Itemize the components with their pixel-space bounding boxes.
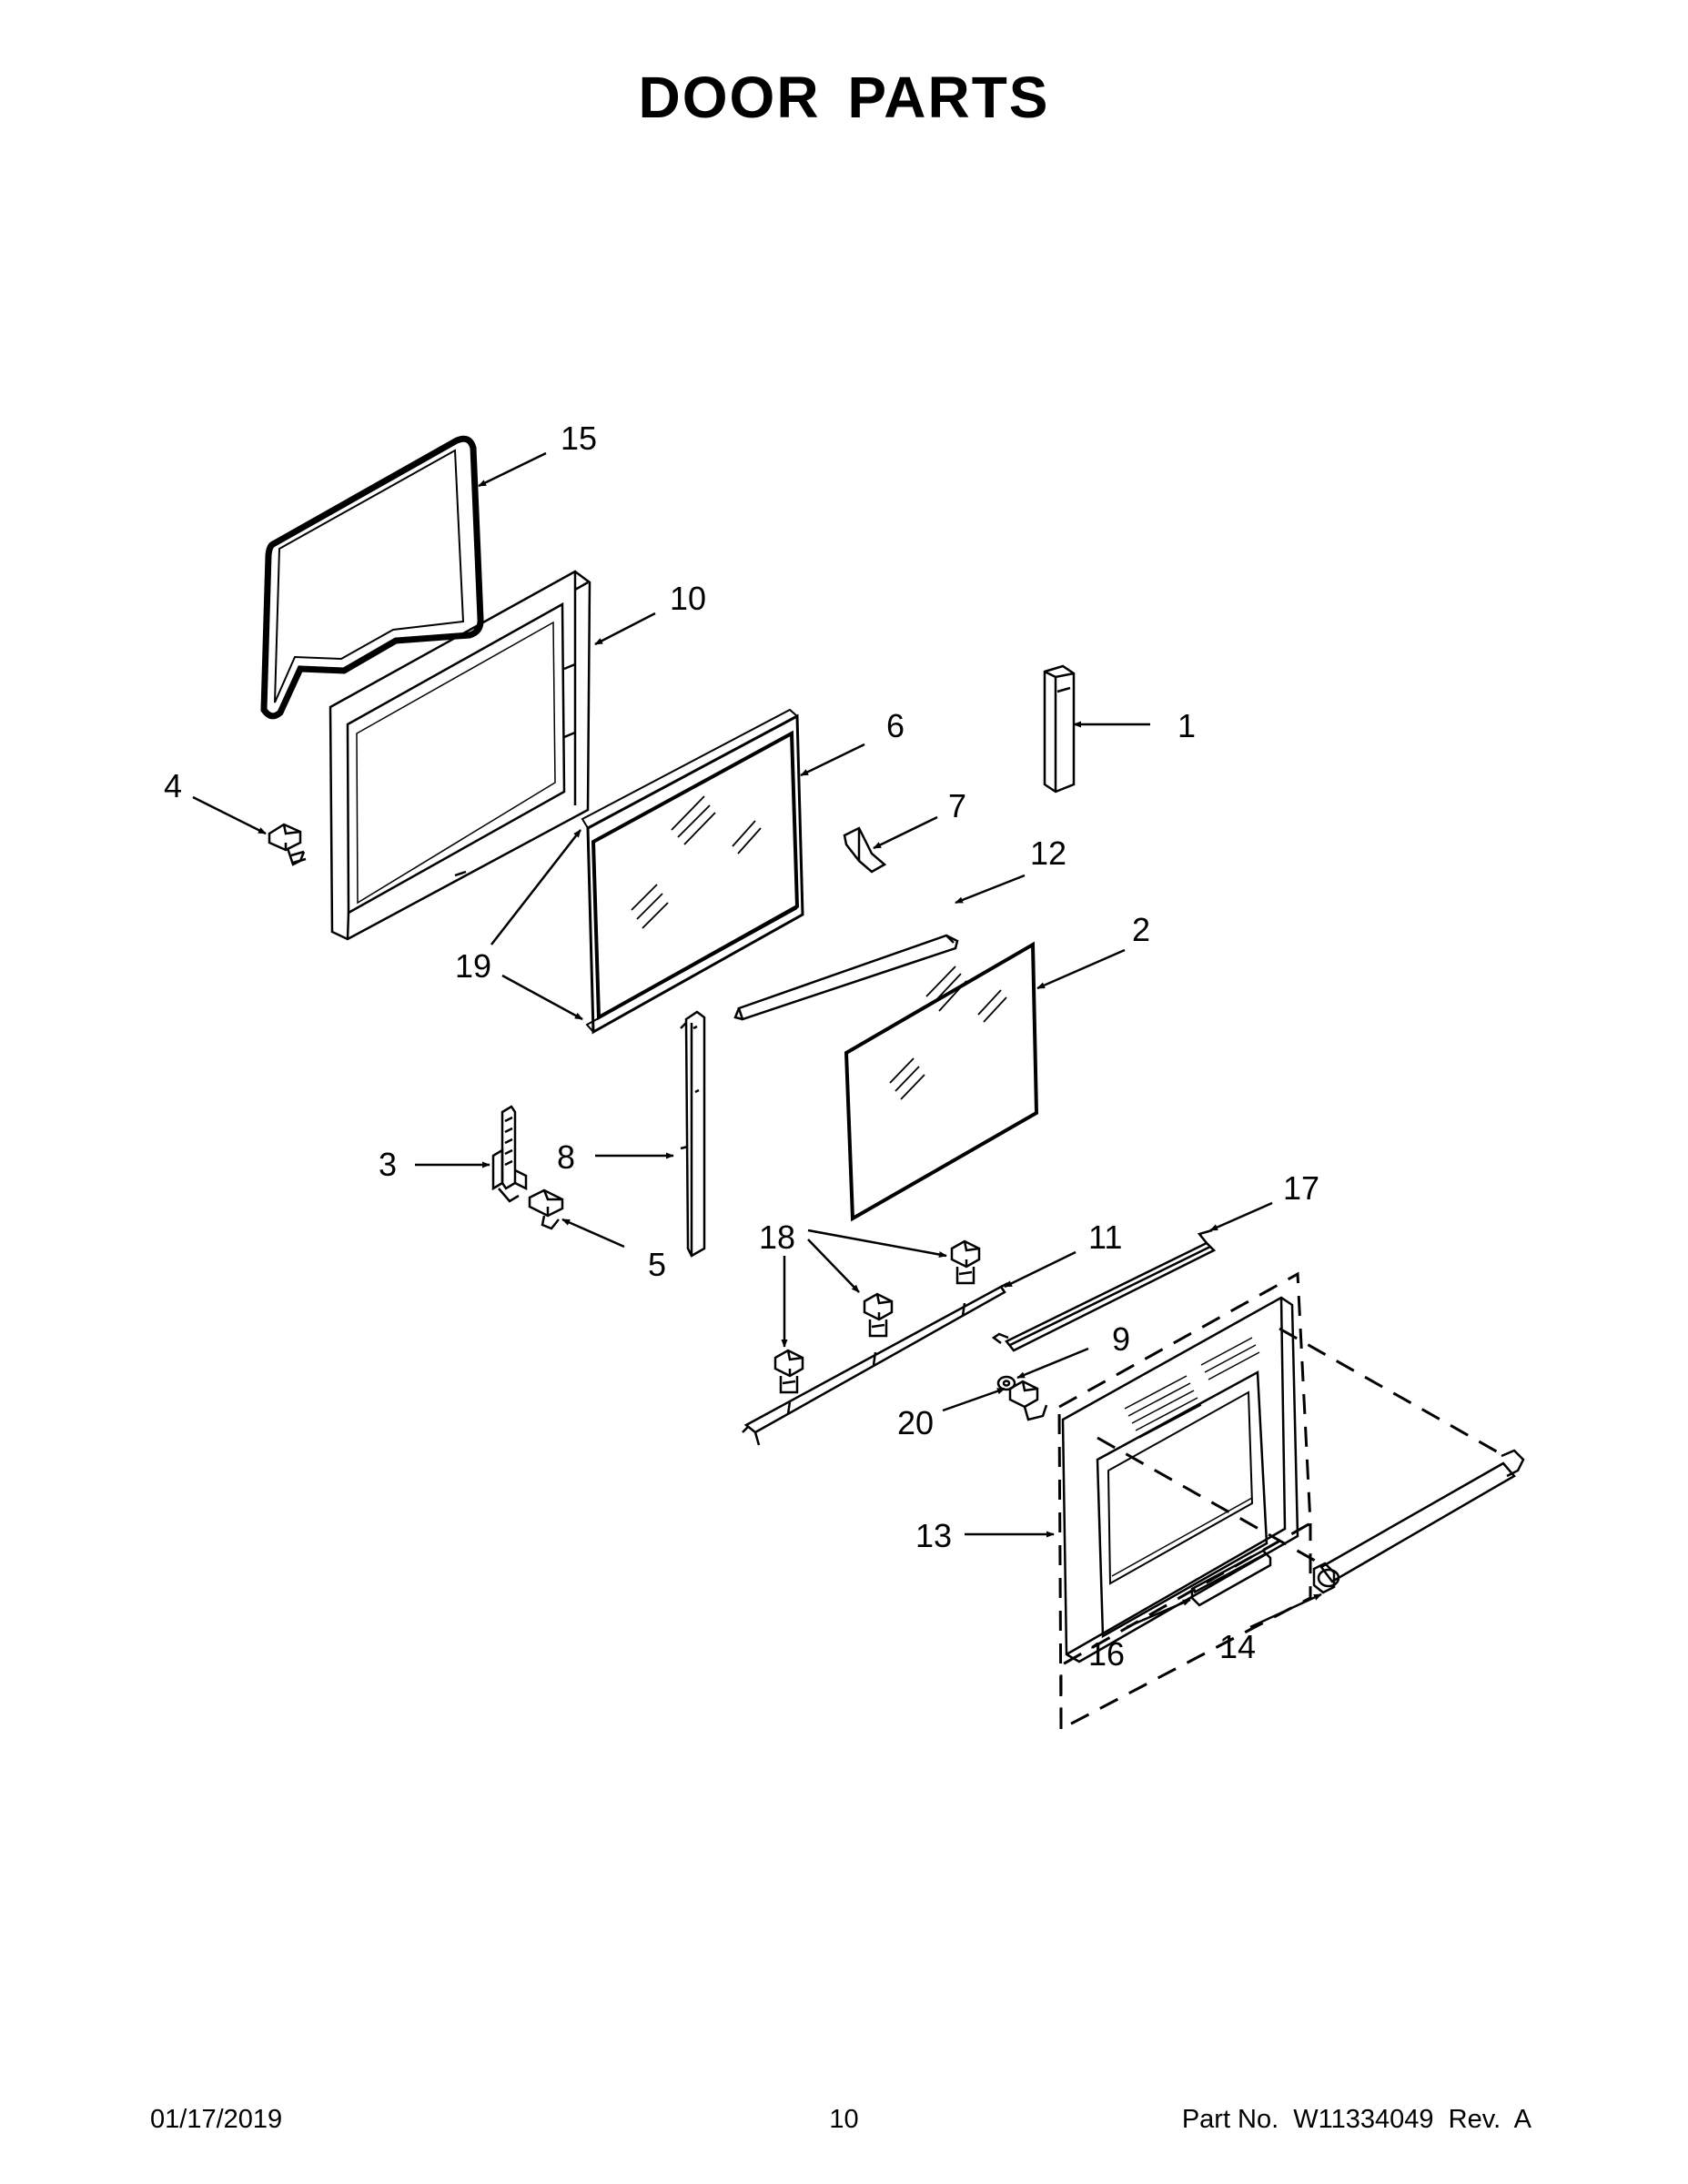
inner-door-panel-part xyxy=(329,570,591,941)
callout-4: 4 xyxy=(164,767,182,804)
callout-1: 1 xyxy=(1178,707,1196,744)
assembly-dashed-lines xyxy=(1057,1271,1502,1732)
door-trim-strip-part xyxy=(733,934,959,1021)
callout-2: 2 xyxy=(1132,911,1150,948)
callout-15: 15 xyxy=(561,420,597,457)
callout-5: 5 xyxy=(648,1246,666,1283)
nameplate-part xyxy=(1190,1549,1272,1607)
door-hinge-part xyxy=(491,1105,528,1203)
callout-11: 11 xyxy=(1088,1218,1122,1256)
callout-12: 12 xyxy=(1030,834,1066,872)
door-bracket-strip-part xyxy=(742,1281,1009,1446)
callout-14: 14 xyxy=(1219,1628,1256,1665)
callout-7: 7 xyxy=(948,787,966,824)
callout-labels: 1 2 3 4 5 6 7 8 9 10 11 12 13 14 15 16 1… xyxy=(164,420,1319,1673)
callout-13: 13 xyxy=(915,1517,952,1554)
callout-18: 18 xyxy=(759,1218,795,1256)
outer-door-panel-part xyxy=(1061,1296,1299,1663)
handle-bracket-rod-part xyxy=(991,1228,1217,1352)
callout-20: 20 xyxy=(897,1404,934,1441)
door-handle-part xyxy=(1312,1449,1525,1594)
callout-16: 16 xyxy=(1088,1635,1125,1673)
door-baffle-part xyxy=(1043,664,1076,794)
callout-19: 19 xyxy=(455,947,491,985)
outer-glass-part xyxy=(844,941,1039,1222)
leader-arrows xyxy=(192,451,1322,1629)
door-washer-part xyxy=(996,1375,1016,1391)
door-gasket-part xyxy=(260,435,484,720)
page-title: DOOR PARTS xyxy=(638,65,1050,130)
callout-17: 17 xyxy=(1283,1169,1319,1207)
shoulder-screw-part xyxy=(773,1239,981,1394)
door-clip-part xyxy=(843,826,887,874)
footer-page-number: 10 xyxy=(829,2105,859,2134)
door-screw-part xyxy=(268,823,307,866)
hinge-screw-part xyxy=(528,1188,564,1230)
callout-3: 3 xyxy=(379,1146,397,1183)
handle-screw-part xyxy=(1008,1380,1048,1421)
callout-8: 8 xyxy=(557,1138,575,1176)
footer-part-info: Part No. W11334049 Rev. A xyxy=(1181,2105,1531,2134)
footer-date: 01/17/2019 xyxy=(150,2105,283,2134)
callout-10: 10 xyxy=(670,580,706,617)
callout-9: 9 xyxy=(1112,1320,1130,1358)
side-bracket-part xyxy=(680,1010,706,1258)
inner-glass-part xyxy=(581,708,804,1035)
callout-6: 6 xyxy=(886,707,905,744)
